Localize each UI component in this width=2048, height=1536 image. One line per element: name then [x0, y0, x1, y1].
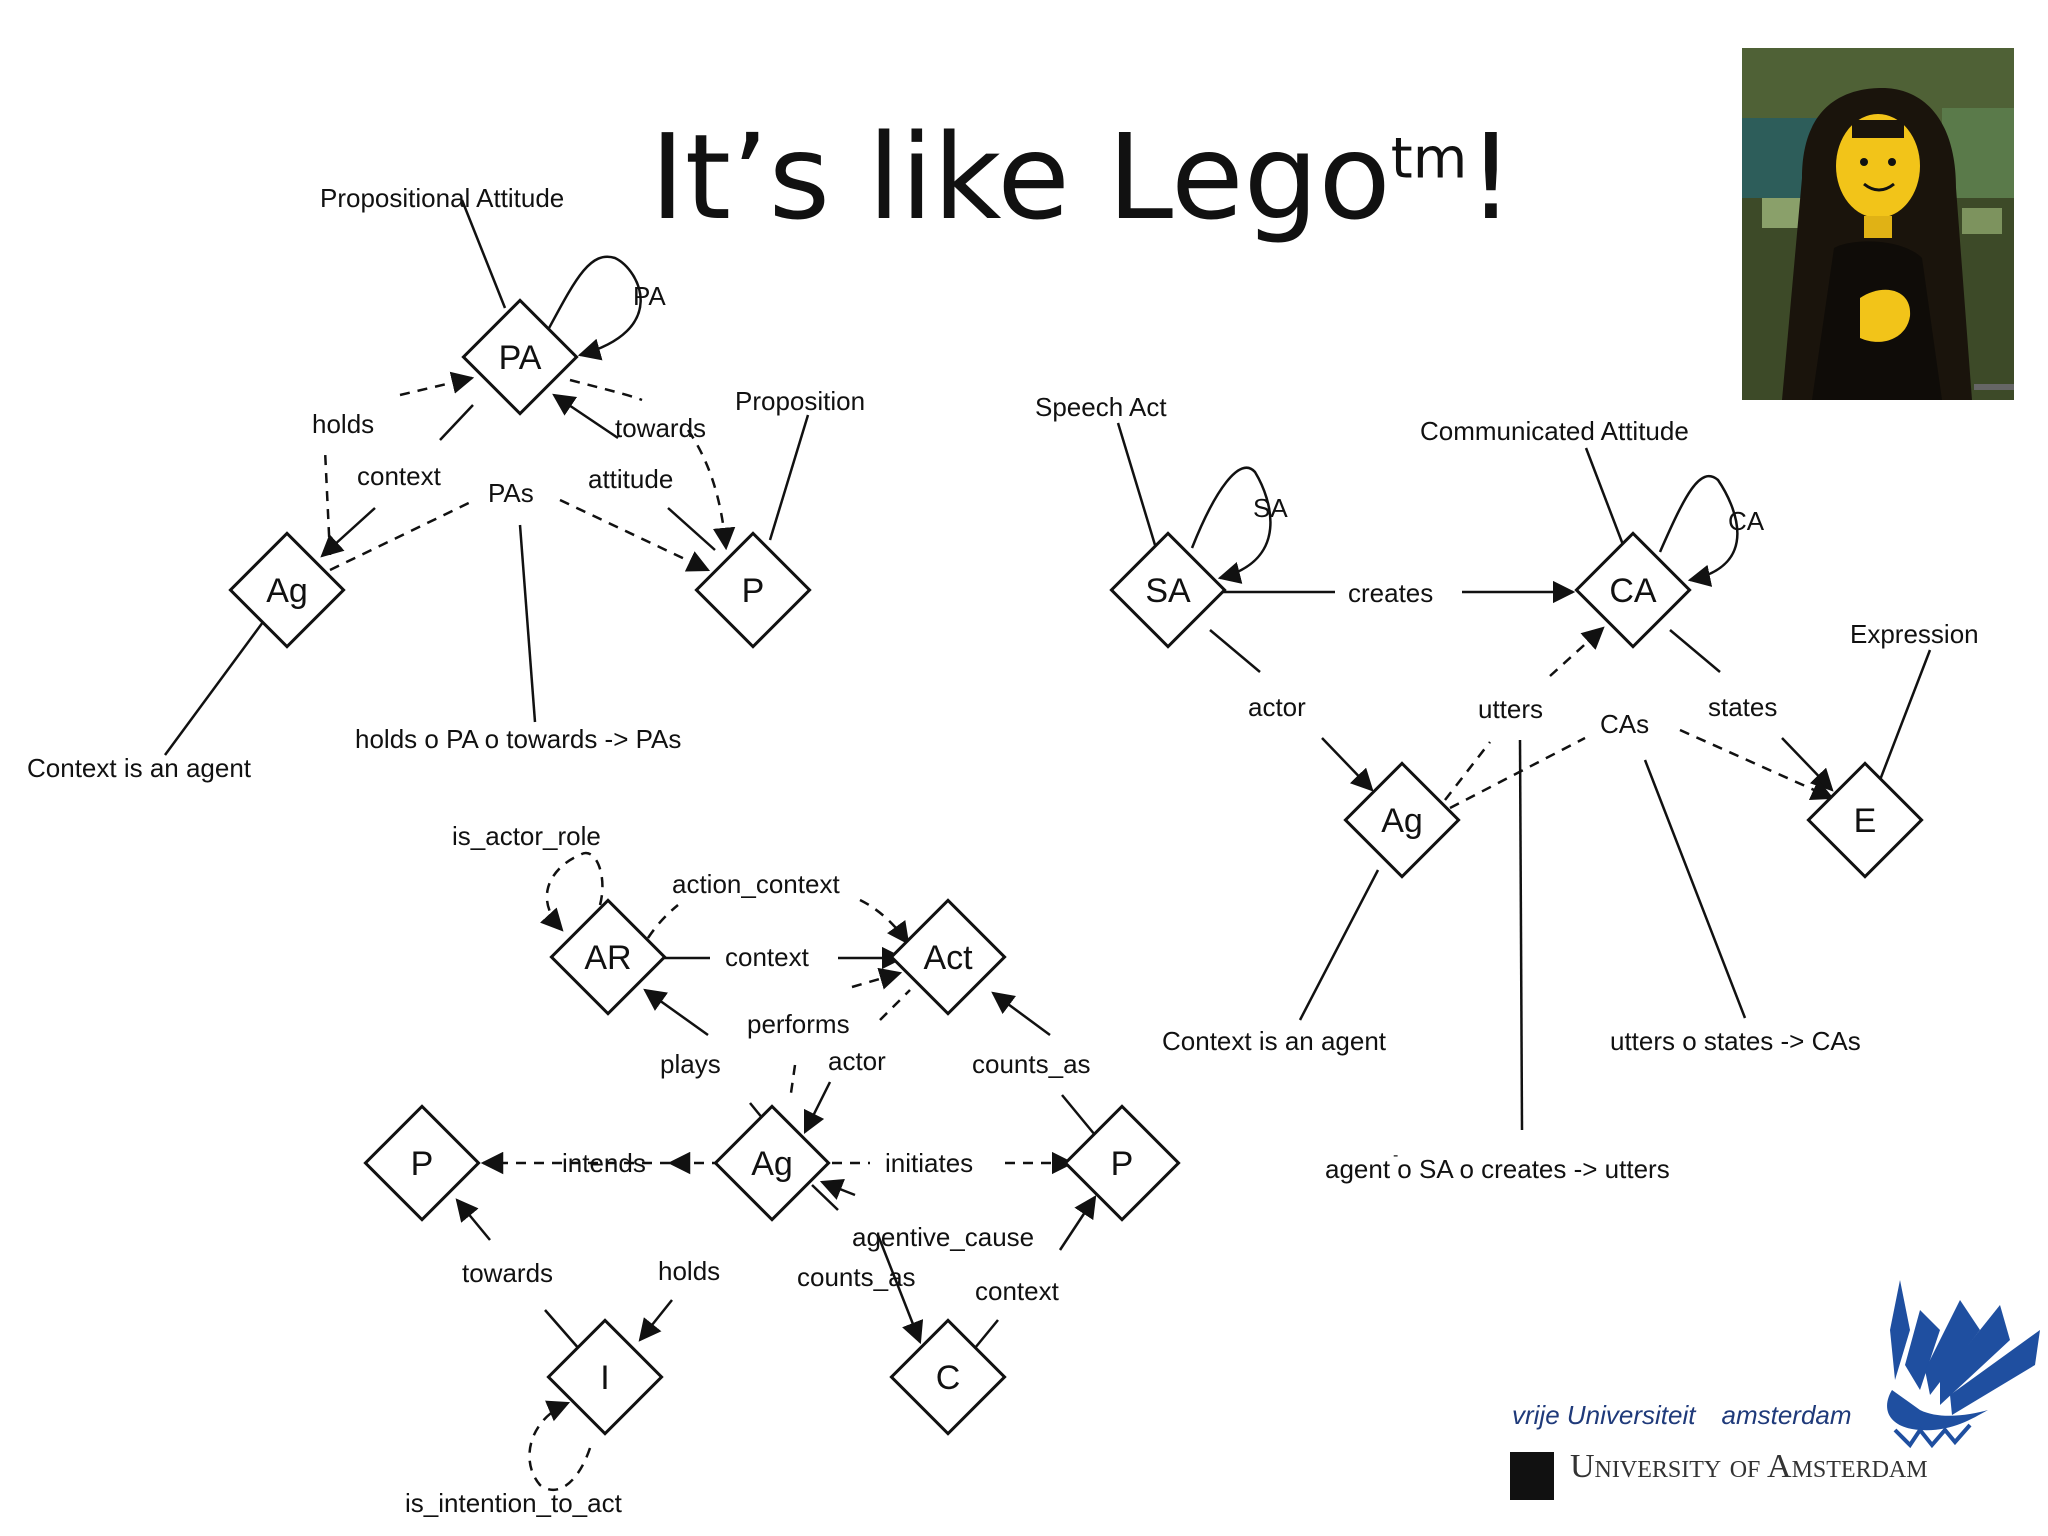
university-logos [1887, 1280, 2040, 1449]
edge-label-cas: CAs [1600, 709, 1649, 739]
node-label-pa: PA [499, 339, 542, 377]
edge-label-holds-2: holds [658, 1256, 720, 1286]
node-label-i: I [600, 1359, 609, 1397]
edge-label-sa: SA [1253, 493, 1288, 523]
node-p-1[interactable] [694, 531, 812, 649]
edge-label-intends: intends [562, 1148, 646, 1178]
edge-label-performs: performs [747, 1009, 850, 1039]
edge-label-creates: creates [1348, 578, 1433, 608]
annotation-superscript-mark: - [1393, 1147, 1398, 1164]
edge-label-pa: PA [633, 281, 666, 311]
edge-label-action-context: action_context [672, 869, 840, 899]
edge-label-attitude: attitude [588, 464, 673, 494]
node-label-ag-3: Ag [751, 1145, 793, 1183]
vu-amsterdam-logo-text: vrije Universiteit amsterdam [1512, 1400, 1852, 1431]
node-e[interactable] [1806, 761, 1924, 879]
annotation-utters-states: utters o states -> CAs [1610, 1026, 1861, 1056]
edge-label-actor: actor [1248, 692, 1306, 722]
sa-pattern-edges [1116, 422, 1932, 1131]
node-ag-3[interactable] [713, 1104, 831, 1222]
annotation-expression: Expression [1850, 619, 1979, 649]
node-ar[interactable] [549, 898, 667, 1016]
node-label-p-2: P [411, 1145, 434, 1183]
node-label-ar: AR [584, 939, 631, 977]
node-label-act: Act [923, 939, 973, 977]
edge-label-agentive-cause: agentive_cause [852, 1222, 1034, 1252]
edge-label-pas: PAs [488, 478, 534, 508]
uva-crest-icon [1510, 1452, 1554, 1500]
node-pa[interactable] [461, 298, 579, 416]
node-label-ag-2: Ag [1381, 802, 1423, 840]
edge-label-context-3: context [975, 1276, 1060, 1306]
node-label-ca: CA [1609, 572, 1657, 610]
annotation-context-is-agent-2: Context is an agent [1162, 1026, 1387, 1056]
edge-label-towards: towards [615, 413, 706, 443]
uva-logo-text: University of Amsterdam [1570, 1448, 1928, 1485]
node-c[interactable] [889, 1318, 1007, 1436]
annotation-holds-pa-towards: holds o PA o towards -> PAs [355, 724, 681, 754]
node-label-p-1: P [742, 572, 765, 610]
vu-name: vrije Universiteit [1512, 1400, 1696, 1430]
edge-label-is-actor-role: is_actor_role [452, 821, 601, 851]
node-ca[interactable] [1574, 531, 1692, 649]
node-p-2[interactable] [363, 1104, 481, 1222]
edge-label-is-intention-to-act: is_intention_to_act [405, 1488, 623, 1518]
annotation-propositional-attitude: Propositional Attitude [320, 183, 564, 213]
node-i[interactable] [546, 1318, 664, 1436]
slide-title: It’s like Legotm! [650, 118, 1515, 236]
pa-pattern-edges [163, 199, 810, 756]
edge-label-context-2: context [725, 942, 810, 972]
edge-label-actor-2: actor [828, 1046, 886, 1076]
griffin-logo-icon [1887, 1280, 2040, 1449]
node-label-sa: SA [1145, 572, 1191, 610]
edge-label-utters: utters [1478, 694, 1543, 724]
slide-title-trademark: tm [1390, 126, 1468, 192]
node-p-3[interactable] [1063, 1104, 1181, 1222]
edge-label-counts-as-2: counts_as [797, 1262, 916, 1292]
slide-title-main: It’s like Lego [650, 108, 1391, 246]
edge-label-counts-as-1: counts_as [972, 1049, 1091, 1079]
edge-label-ca: CA [1728, 506, 1765, 536]
annotation-agent-sa-creates: agent o SA o creates -> utters [1325, 1154, 1670, 1184]
node-ag-1[interactable] [228, 531, 346, 649]
node-ag-2[interactable] [1343, 761, 1461, 879]
annotation-communicated-attitude: Communicated Attitude [1420, 416, 1689, 446]
annotation-context-is-agent-1: Context is an agent [27, 753, 252, 783]
slide-title-exclamation: ! [1467, 108, 1515, 246]
edge-label-plays: plays [660, 1049, 721, 1079]
edge-label-initiates: initiates [885, 1148, 973, 1178]
edge-label-holds: holds [312, 409, 374, 439]
annotation-speech-act: Speech Act [1035, 392, 1167, 422]
edge-label-context-1: context [357, 461, 442, 491]
node-act[interactable] [889, 898, 1007, 1016]
node-label-e: E [1854, 802, 1877, 840]
node-label-ag-1: Ag [266, 572, 308, 610]
lego-mona-lisa-image [1742, 48, 2014, 400]
node-label-p-3: P [1111, 1145, 1134, 1183]
edge-label-towards-2: towards [462, 1258, 553, 1288]
annotation-proposition: Proposition [735, 386, 865, 416]
node-label-c: C [936, 1359, 961, 1397]
node-sa[interactable] [1109, 531, 1227, 649]
vu-city: amsterdam [1721, 1400, 1852, 1430]
edge-label-states: states [1708, 692, 1777, 722]
